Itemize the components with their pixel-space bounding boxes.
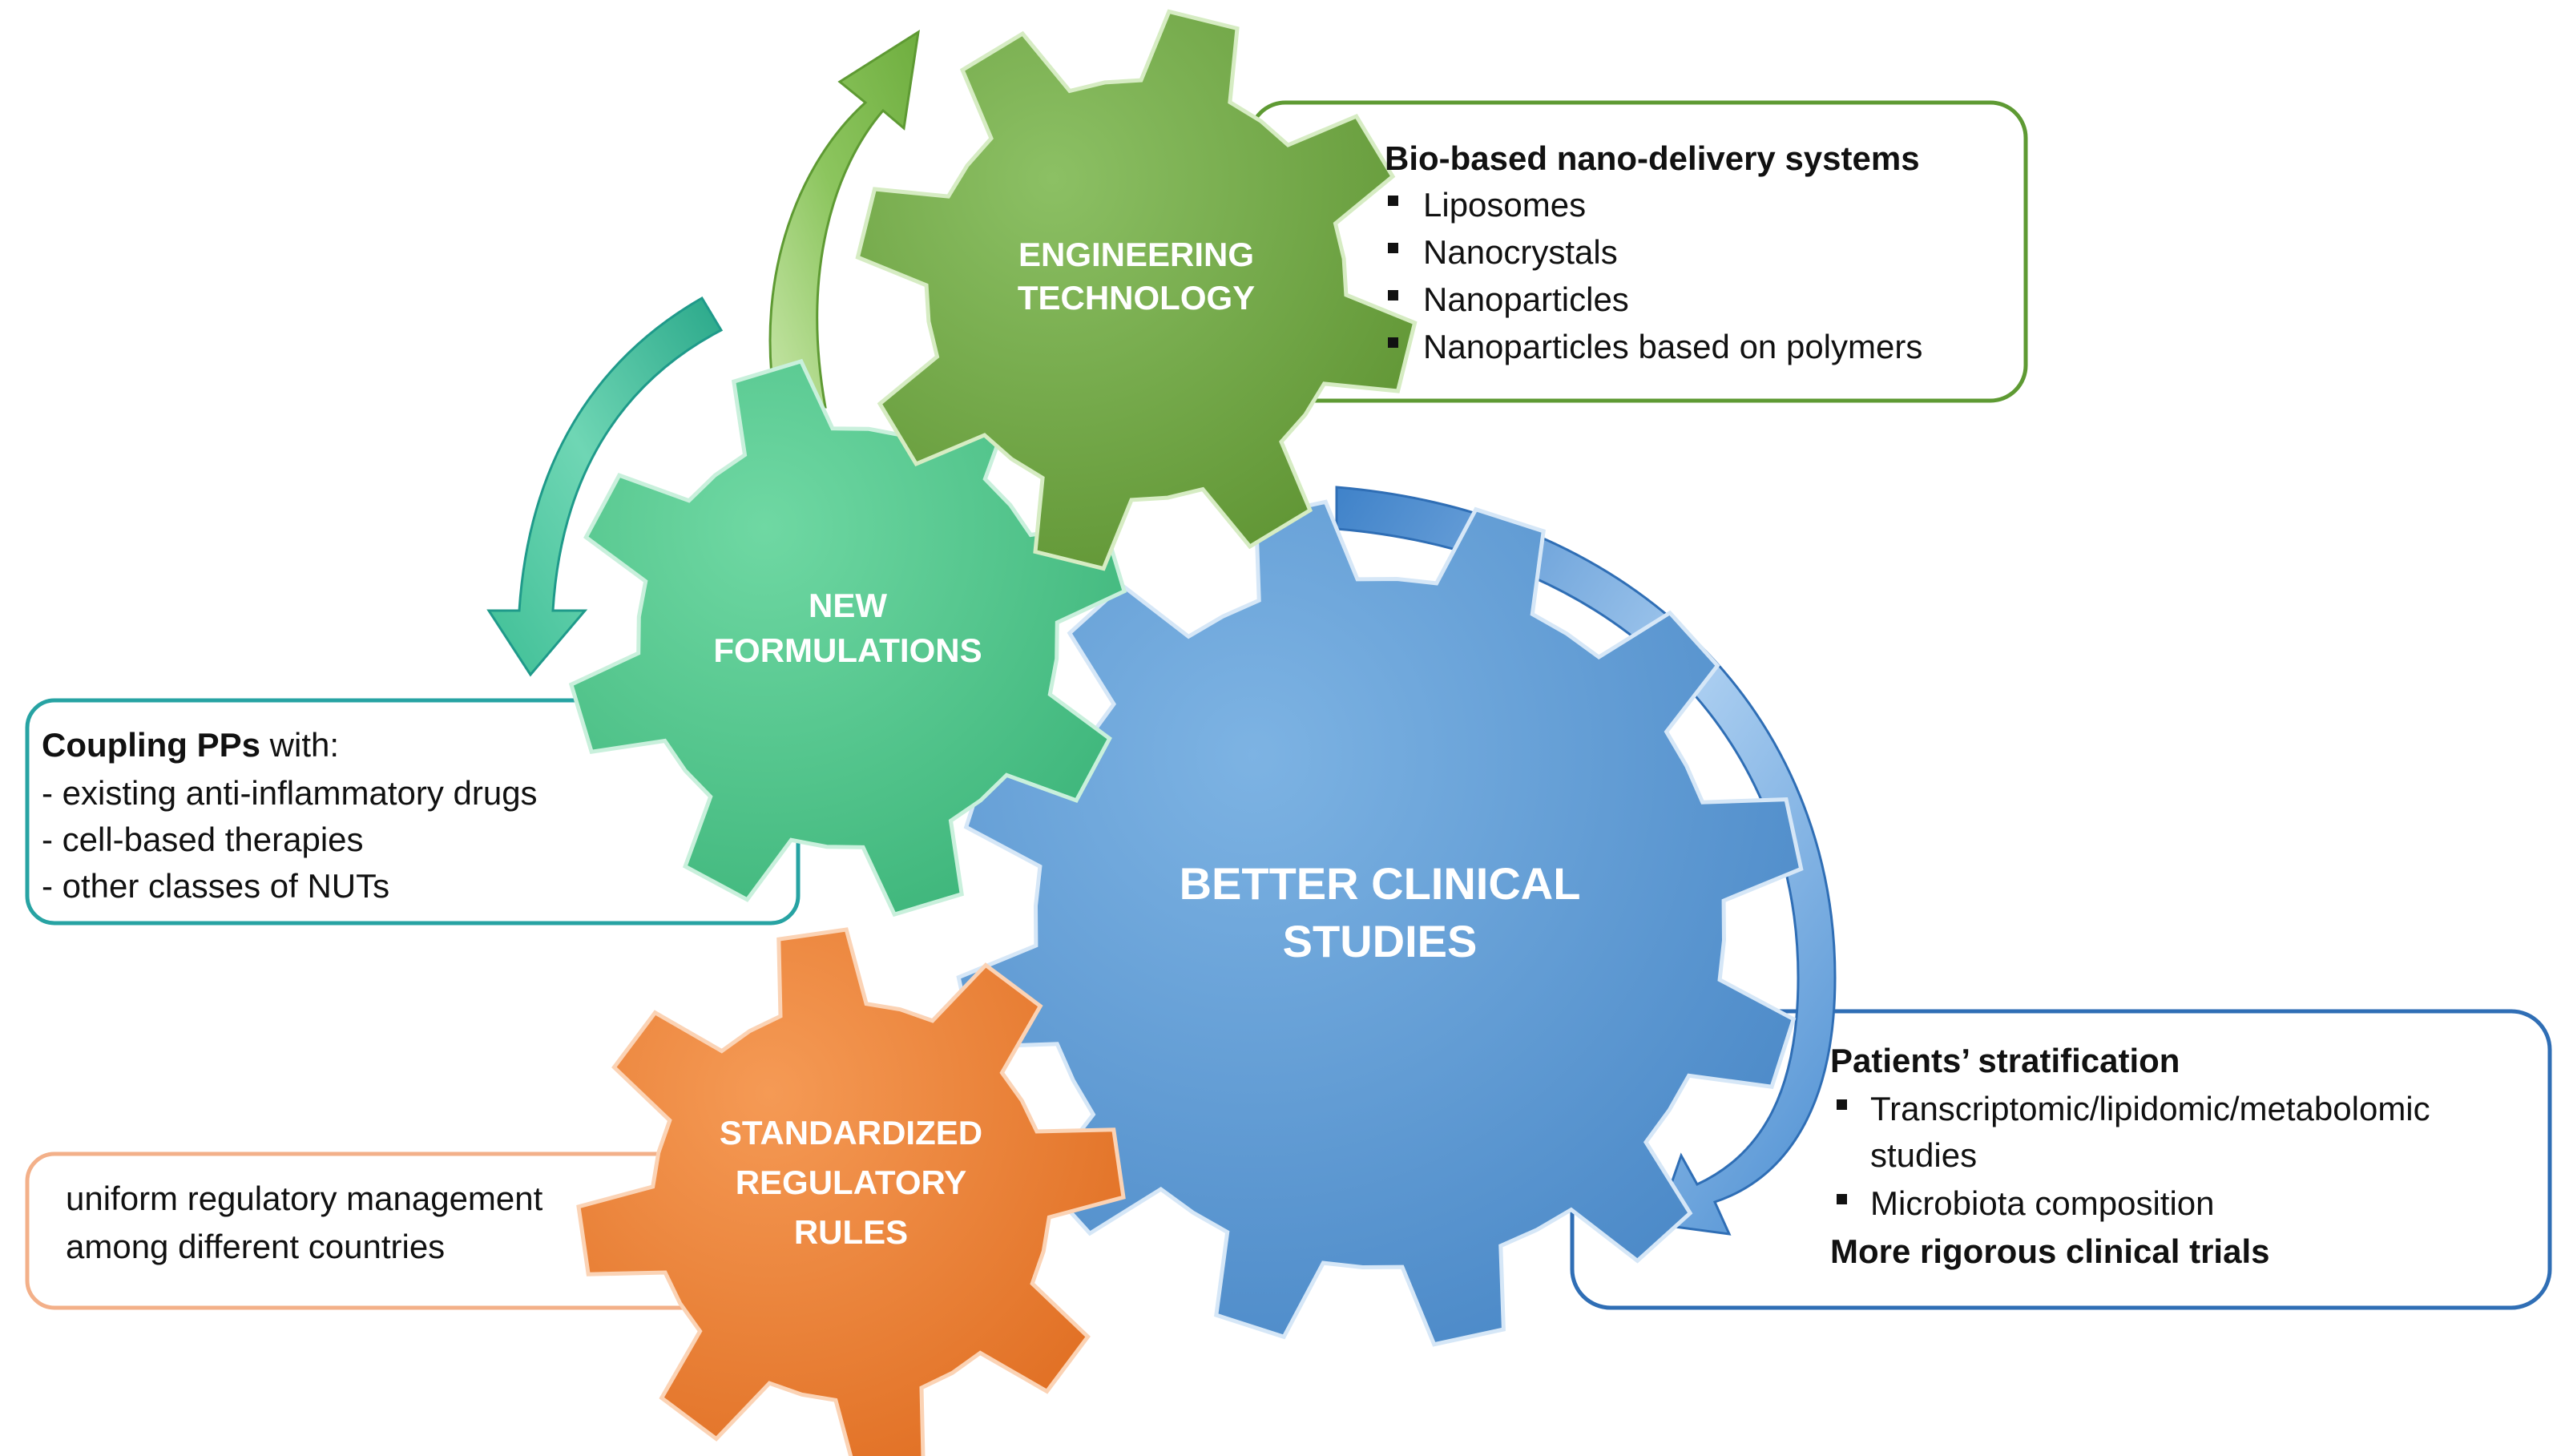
regulatory-gear-label-line2: REGULATORY [736,1164,967,1201]
clinical-box-item2: Microbiota composition [1870,1184,2215,1222]
formulations-box-item: - cell-based therapies [42,821,364,858]
engineering-box-item: Liposomes [1423,186,1586,224]
better-clinical-studies-gear [956,499,1804,1347]
bullet-icon [1388,290,1398,300]
standardized-regulatory-rules-gear [576,927,1126,1456]
bullet-icon [1837,1099,1847,1110]
clinical-box-item1-line1: Transcriptomic/lipidomic/metabolomic [1870,1090,2430,1127]
green-curved-arrow [768,29,920,409]
bullet-icon [1388,243,1398,253]
teal-curved-arrow [486,296,724,677]
engineering-box-item: Nanoparticles based on polymers [1423,328,1922,365]
engineering-box-item: Nanoparticles [1423,280,1629,318]
engineering-technology-gear [855,9,1418,571]
bullet-icon [1388,337,1398,348]
clinical-box-item1-line2: studies [1870,1136,1977,1174]
formulations-gear-label-line2: FORMULATIONS [713,631,982,669]
regulatory-gear-label-line3: RULES [794,1213,908,1251]
regulatory-box-line2: among different countries [66,1228,445,1265]
bullet-icon [1388,196,1398,206]
bullet-icon [1837,1194,1847,1204]
formulations-box-item: - existing anti-inflammatory drugs [42,774,538,812]
clinical-box-title: Patients’ stratification [1830,1042,2180,1079]
formulations-box-title: Coupling PPs with: [42,726,339,764]
engineering-gear-label-line2: TECHNOLOGY [1018,279,1255,317]
regulatory-gear-label-line1: STANDARDIZED [720,1114,982,1151]
formulations-box-item: - other classes of NUTs [42,867,389,905]
engineering-box-title: Bio-based nano-delivery systems [1385,139,1920,177]
formulations-gear-label-line1: NEW [809,587,887,624]
clinical-gear-label-line2: STUDIES [1283,916,1478,966]
clinical-gear-label-line1: BETTER CLINICAL [1180,858,1581,909]
clinical-box-footer: More rigorous clinical trials [1830,1232,2269,1270]
regulatory-box-line1: uniform regulatory management [66,1180,543,1217]
formulations-box-title-rest: with: [260,726,339,764]
formulations-box-title-bold: Coupling PPs [42,726,260,764]
engineering-box-item: Nanocrystals [1423,233,1618,271]
engineering-box-list: Liposomes Nanocrystals Nanoparticles Nan… [1388,186,1922,365]
engineering-gear-label-line1: ENGINEERING [1018,236,1254,273]
